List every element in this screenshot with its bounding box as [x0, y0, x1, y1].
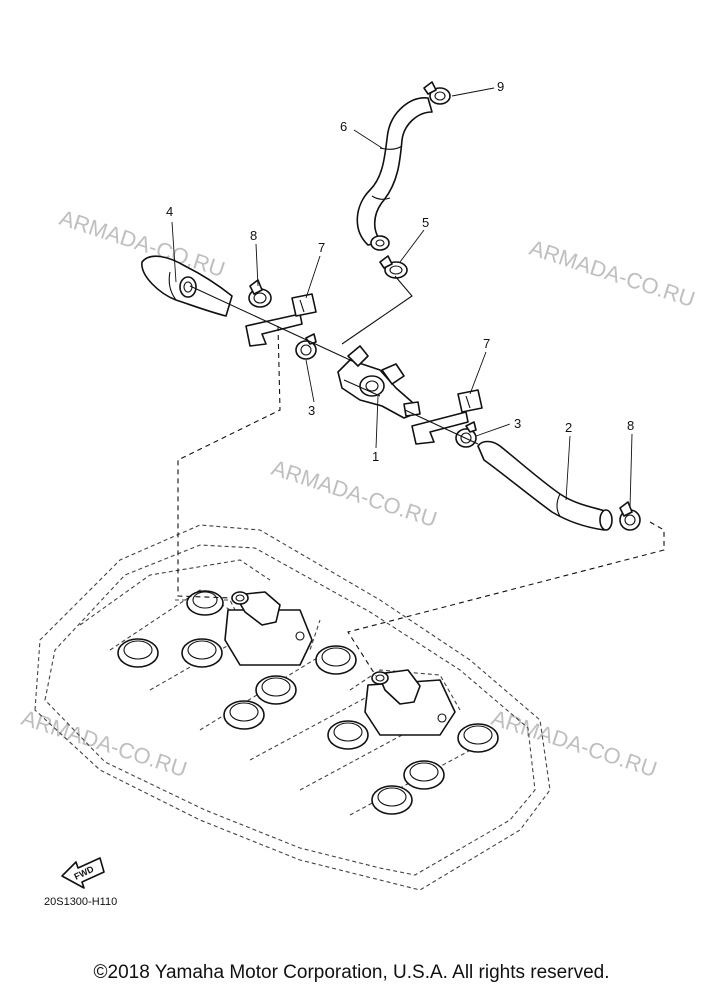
leader-lines: [171, 87, 633, 509]
fwd-arrow-icon: FWD: [61, 857, 105, 889]
part-number-labels: 4 8 7 3 1 5 6 9 7 3 2 8: [166, 79, 634, 464]
hose-6: [356, 97, 433, 251]
callout-number: 8: [250, 228, 257, 243]
bracket-7-right: [411, 389, 483, 445]
callout-number: 8: [627, 418, 634, 433]
callout-number: 9: [497, 79, 504, 94]
callout-number: 3: [308, 403, 315, 418]
watermark-text: ARMADA-CO.RU: [526, 235, 698, 312]
callout-number: 7: [318, 240, 325, 255]
callout-number: 3: [514, 416, 521, 431]
drawing-code: 20S1300-H110: [44, 896, 117, 908]
callout-number: 1: [372, 449, 379, 464]
callout-number: 2: [565, 420, 572, 435]
callout-number: 5: [422, 215, 429, 230]
hose-4: [141, 255, 233, 317]
copyright-footer: ©2018 Yamaha Motor Corporation, U.S.A. A…: [93, 962, 610, 983]
air-cutoff-valve: [337, 345, 421, 419]
watermark-group: ARMADA-CO.RU ARMADA-CO.RU ARMADA-CO.RU A…: [18, 205, 698, 782]
clamp-8-left: [248, 279, 272, 308]
callout-number: 7: [483, 336, 490, 351]
watermark-text: ARMADA-CO.RU: [268, 455, 440, 532]
clamp-9: [423, 81, 451, 105]
watermark-text: ARMADA-CO.RU: [488, 705, 660, 782]
callout-number: 6: [340, 119, 347, 134]
cylinder-head-cover: [34, 524, 551, 891]
spark-plug-bosses: [117, 590, 499, 815]
clamp-5: [379, 255, 408, 279]
callout-number: 4: [166, 204, 173, 219]
clamp-8-right: [619, 501, 641, 531]
watermark-text: ARMADA-CO.RU: [18, 705, 190, 782]
bracket-7-left: [245, 293, 317, 347]
clamp-3-right: [455, 421, 477, 448]
assembly-lines: [177, 275, 665, 677]
hose-2: [477, 440, 613, 531]
clamp-3-left: [295, 333, 317, 360]
